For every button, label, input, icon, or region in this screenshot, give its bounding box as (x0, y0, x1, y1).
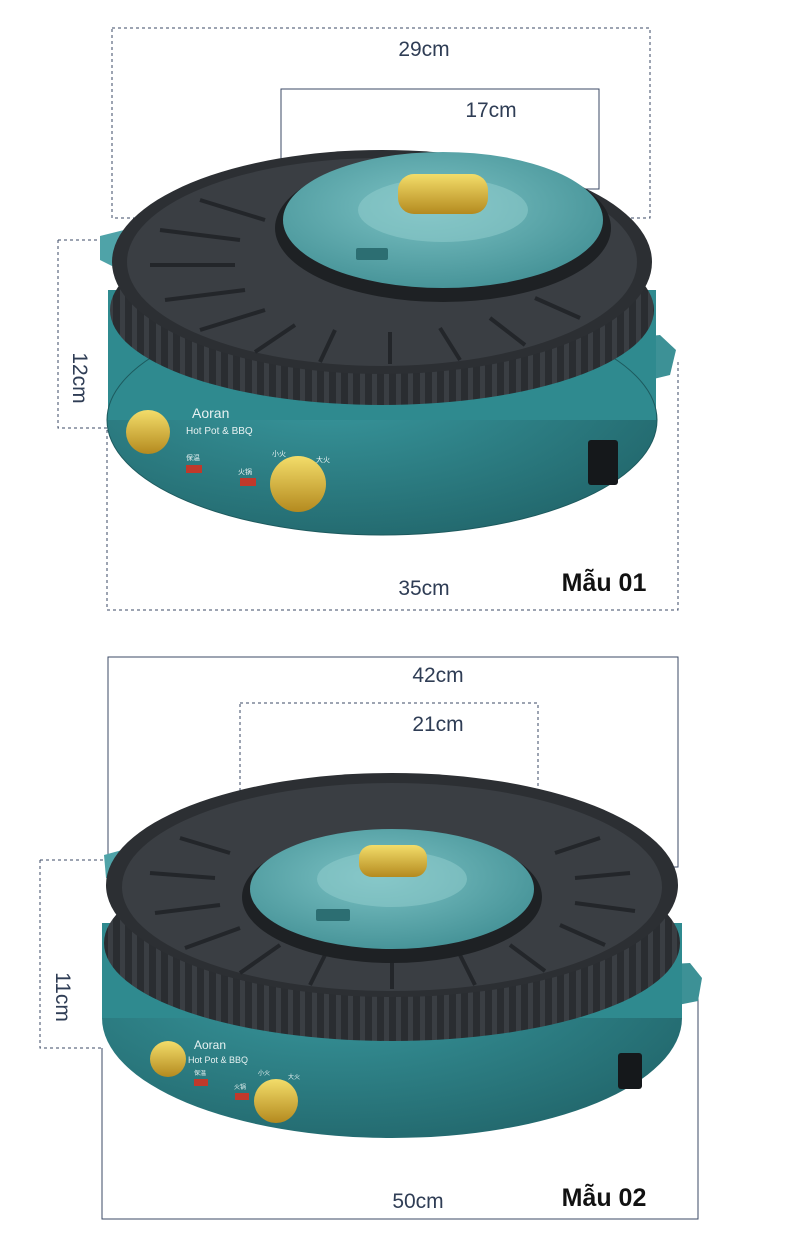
indicator-right-label: 火锅 (238, 467, 252, 476)
model-01-panel: Aoran Hot Pot & BBQ 保温 火锅 小火 大火 29cm 17c… (57, 27, 679, 611)
height-label: 12cm (68, 352, 91, 403)
model-label: Mẫu 02 (562, 1182, 647, 1212)
lid-handle (359, 845, 427, 877)
base-width-guide (106, 360, 679, 611)
model-02-panel: Aoran Hot Pot & BBQ 保温 火锅 小火 大火 42cm 21c… (0, 623, 795, 1246)
right-knob (254, 1079, 298, 1123)
model-label: Mẫu 01 (562, 567, 647, 597)
indicator-light-left (194, 1079, 208, 1086)
model-02-figure: Aoran Hot Pot & BBQ 保温 火锅 小火 大火 42cm 21c… (39, 656, 702, 1220)
height-label: 11cm (51, 972, 74, 1022)
indicator-left-label: 保温 (186, 453, 200, 462)
knob-high-label: 大火 (316, 455, 330, 464)
right-knob (270, 456, 326, 512)
brand-name: Aoran (192, 405, 229, 421)
knob-low-label: 小火 (258, 1069, 270, 1077)
knob-low-label: 小火 (272, 449, 286, 458)
brand-tagline: Hot Pot & BBQ (186, 426, 253, 437)
indicator-light-right (240, 478, 256, 486)
indicator-light-left (186, 465, 202, 473)
indicator-left-label: 保温 (194, 1069, 206, 1077)
power-socket (588, 440, 618, 485)
indicator-right-label: 火锅 (234, 1083, 246, 1091)
pot-width-label: 21cm (412, 713, 463, 736)
knob-high-label: 大火 (288, 1073, 300, 1081)
model-01-figure: Aoran Hot Pot & BBQ 保温 火锅 小火 大火 29cm 17c… (57, 27, 679, 611)
left-knob (150, 1041, 186, 1077)
height-guide (39, 859, 104, 1049)
top-width-label: 42cm (412, 664, 463, 687)
left-knob (126, 410, 170, 454)
grill-grooves (150, 198, 581, 364)
top-width-label: 29cm (398, 38, 449, 61)
pot-width-label: 17cm (465, 99, 516, 122)
lid-highlight (317, 851, 467, 907)
power-socket (618, 1053, 642, 1089)
brand-tagline: Hot Pot & BBQ (188, 1055, 248, 1065)
grill-grooves (149, 836, 636, 989)
base-width-label: 35cm (398, 577, 449, 600)
lid-handle (398, 174, 488, 214)
base-width-label: 50cm (392, 1190, 443, 1213)
indicator-light-right (235, 1093, 249, 1100)
brand-name: Aoran (194, 1038, 226, 1052)
base-width-guide (101, 983, 699, 1220)
steam-vent (316, 909, 350, 921)
steam-vent (356, 248, 388, 260)
